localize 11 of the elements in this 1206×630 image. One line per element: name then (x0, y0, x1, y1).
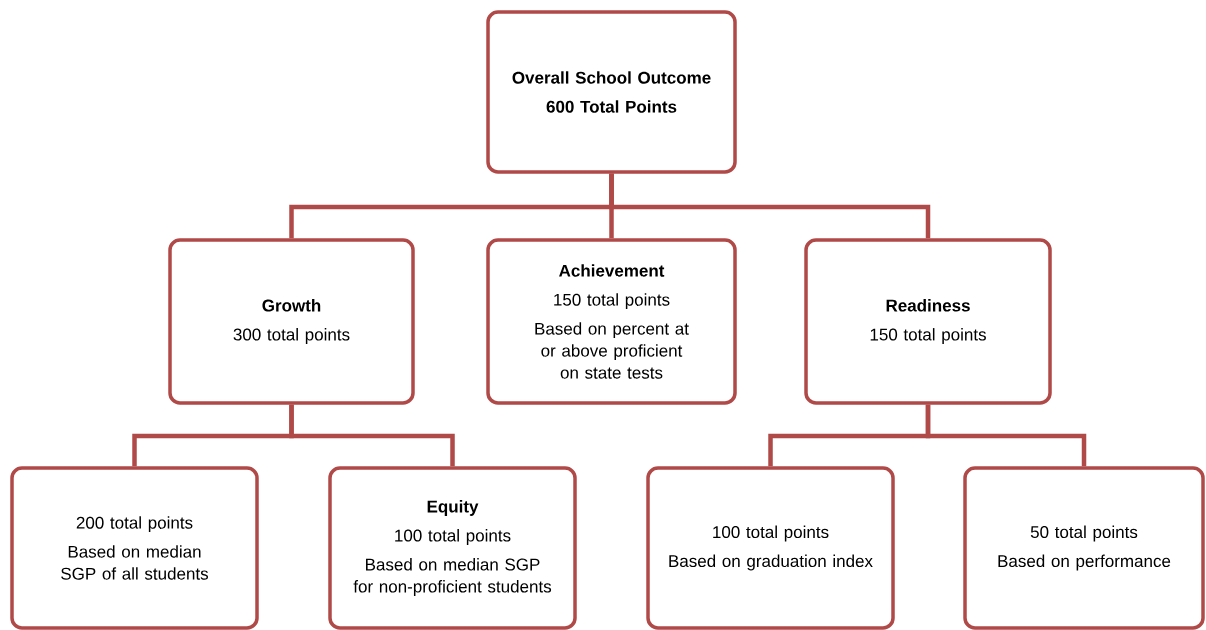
connector (289, 404, 455, 467)
box: 50 total points Based on performance (963, 466, 1205, 630)
connector (925, 404, 1087, 467)
box: Growth 300 total points (168, 238, 415, 405)
box: Equity 100 total points Based on median SGP for non-proficient students (328, 466, 577, 630)
box: Achievement 150 total points Based on percent at or above proficient on state tests (486, 238, 737, 405)
box: 100 total points Based on graduation index (646, 466, 895, 630)
connector (609, 173, 931, 239)
box: Overall School Outcome 600 Total Points (486, 10, 737, 174)
box: 200 total points Based on median SGP of all students (10, 466, 259, 630)
box: Readiness 150 total points (804, 238, 1052, 405)
